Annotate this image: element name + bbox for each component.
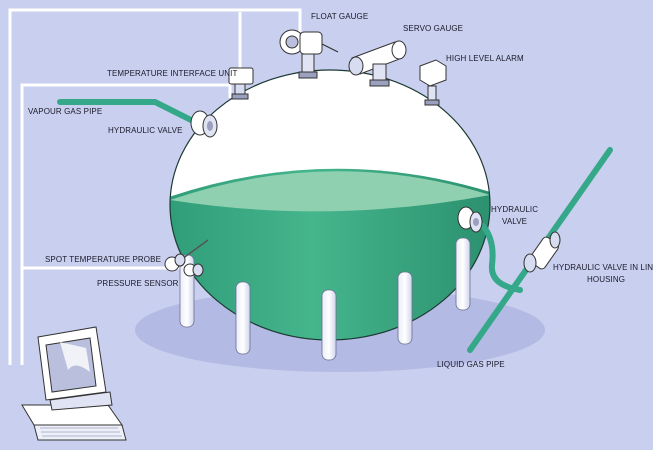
label-hydraulic-valve-right-line2: VALVE [502,217,527,226]
label-high-level-alarm: HIGH LEVEL ALARM [446,54,524,63]
label-pressure-sensor: PRESSURE SENSOR [97,279,179,288]
liquid-surface [170,171,490,212]
label-vapour-gas-pipe: VAPOUR GAS PIPE [28,107,102,116]
hydraulic-valve-in-line-icon [523,231,561,273]
label-float-gauge: FLOAT GAUGE [311,12,368,21]
temperature-interface-unit-icon [228,67,254,100]
label-hydraulic-valve-top: HYDRAULIC VALVE [108,126,183,135]
label-liquid-gas-pipe: LIQUID GAS PIPE [437,360,505,369]
label-spot-temperature-probe: SPOT TEMPERATURE PROBE [45,255,161,264]
hydraulic-valve-top-icon [190,110,218,138]
vapour-gas-pipe [57,99,198,125]
servo-gauge-icon [348,40,407,87]
hydraulic-valve-right-icon [457,206,483,233]
labels: FLOAT GAUGE SERVO GAUGE TEMPERATURE INTE… [28,12,653,369]
label-hydraulic-valve-in-line-line1: HYDRAULIC VALVE IN LINE [553,263,653,272]
label-servo-gauge: SERVO GAUGE [403,24,463,33]
spot-temperature-probe-icon [164,239,209,272]
label-hydraulic-valve-in-line-line2: HOUSING [587,275,625,284]
tank-legs [179,237,471,361]
pressure-sensor-icon [183,263,204,277]
label-temperature-interface-unit: TEMPERATURE INTERFACE UNIT [107,69,237,78]
float-gauge-icon [279,29,339,79]
label-hydraulic-valve-right-line1: HYDRAULIC [491,205,538,214]
high-level-alarm-icon [419,59,447,106]
computer-icon [21,326,127,441]
